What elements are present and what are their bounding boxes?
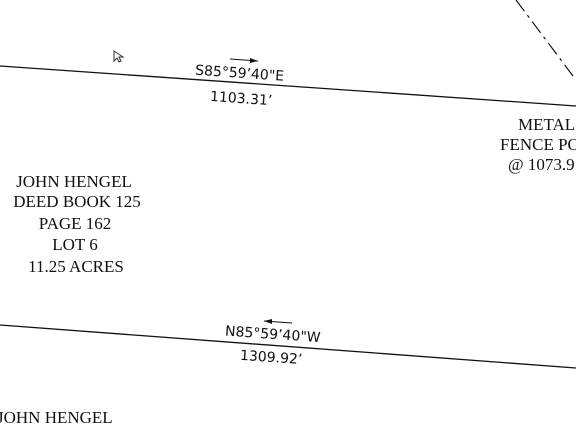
- adjoiner-owner: JOHN HENGEL: [0, 408, 113, 427]
- direction-arrow-icon: [229, 58, 259, 63]
- mouse-pointer-icon: [113, 50, 125, 64]
- parcel-area: 11.25 ACRES: [28, 257, 124, 276]
- parcel-deed-book: DEED BOOK 125: [13, 192, 141, 211]
- top-bearing-label: S85°59’40"E: [195, 63, 285, 85]
- fence-note-line1: METAL: [518, 115, 575, 134]
- top-boundary-line: [0, 65, 576, 107]
- parcel-owner: JOHN HENGEL: [16, 172, 132, 191]
- top-distance-label: 1103.31’: [209, 89, 272, 109]
- bottom-boundary-line: [0, 324, 576, 369]
- parcel-lot: LOT 6: [52, 235, 98, 254]
- diagonal-dashed-line: [515, 0, 576, 81]
- direction-arrow-icon: [263, 319, 293, 324]
- parcel-page: PAGE 162: [39, 214, 112, 233]
- bottom-distance-label: 1309.92’: [239, 348, 302, 368]
- bottom-bearing-label: N85°59’40"W: [224, 324, 321, 347]
- fence-note-line2: FENCE PO: [500, 135, 576, 154]
- fence-note-line3: @ 1073.9: [508, 155, 575, 174]
